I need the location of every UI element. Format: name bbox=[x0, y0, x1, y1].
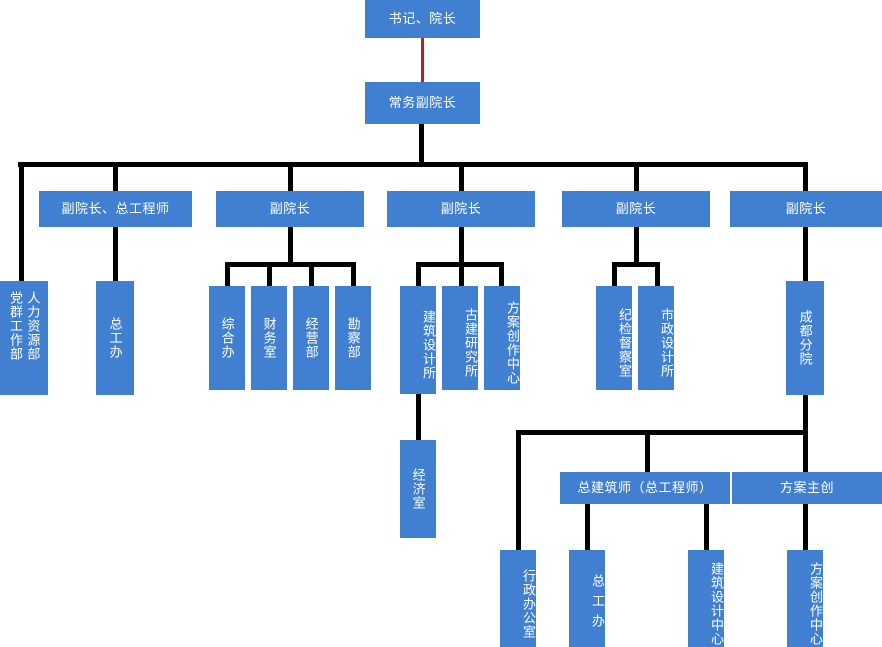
node-architecture-design-institute[interactable]: 建筑设计所 bbox=[400, 286, 436, 394]
connector-vice5-to-chengdu bbox=[803, 226, 808, 282]
node-discipline-inspection-office[interactable]: 纪检督察室 bbox=[596, 286, 632, 390]
node-vice-dean-2[interactable]: 副院长 bbox=[216, 191, 364, 227]
connector-vice3-down bbox=[459, 226, 464, 262]
node-economics-office[interactable]: 经济室 bbox=[400, 440, 436, 538]
node-vice-dean-3[interactable]: 副院长 bbox=[387, 191, 535, 227]
connector-chengdu-bus bbox=[516, 430, 808, 435]
node-branch-chief-engineer-office[interactable]: 总工办 bbox=[569, 550, 605, 647]
connector-vice3-child2 bbox=[459, 262, 464, 286]
connector-bus-to-vice3 bbox=[459, 162, 464, 192]
connector-bus-to-vice2 bbox=[288, 162, 293, 192]
node-secretary-dean[interactable]: 书记、院长 bbox=[365, 0, 480, 38]
node-chief-architect[interactable]: 总建筑师（总工程师） bbox=[560, 472, 730, 504]
connector-vice4-down bbox=[634, 226, 639, 262]
connector-vice2-bus bbox=[225, 262, 356, 267]
connector-bus-to-vice4 bbox=[634, 162, 639, 192]
connector-secretary-to-executive bbox=[421, 37, 424, 82]
connector-vice2-child4 bbox=[351, 262, 356, 286]
connector-chengdu-to-scheme-lead bbox=[803, 430, 808, 472]
connector-vice4-bus bbox=[612, 262, 660, 267]
connector-vice1-down bbox=[113, 226, 118, 282]
connector-archinstitute-to-economics bbox=[416, 394, 421, 440]
node-hr-dept-label: 人力资源部 bbox=[25, 291, 41, 361]
node-chengdu-branch[interactable]: 成都分院 bbox=[786, 281, 824, 395]
connector-vice4-child2 bbox=[655, 262, 660, 286]
node-chief-engineer-office[interactable]: 总工办 bbox=[96, 281, 134, 395]
connector-vice2-child3 bbox=[309, 262, 314, 286]
connector-vice3-child3 bbox=[499, 262, 504, 286]
node-municipal-design-institute[interactable]: 市政设计所 bbox=[638, 286, 674, 390]
node-vice-dean-5[interactable]: 副院长 bbox=[730, 191, 882, 227]
connector-bus-to-hr bbox=[19, 162, 24, 282]
node-vice-dean-chief-engineer[interactable]: 副院长、总工程师 bbox=[39, 191, 192, 227]
connector-chief-architect-to-design-center bbox=[704, 504, 709, 550]
node-scheme-creation-center[interactable]: 方案创作中心 bbox=[484, 286, 520, 390]
connector-executive-down bbox=[419, 124, 424, 166]
connector-vice4-child1 bbox=[612, 262, 617, 286]
connector-vice2-down bbox=[288, 226, 293, 262]
connector-chief-architect-to-cheng-office bbox=[585, 504, 590, 550]
node-survey-dept[interactable]: 勘察部 bbox=[335, 286, 371, 390]
node-ancient-architecture-institute[interactable]: 古建研究所 bbox=[442, 286, 478, 390]
node-branch-architecture-design-center[interactable]: 建筑设计中心 bbox=[688, 550, 724, 647]
connector-bus-to-vice5 bbox=[803, 162, 808, 192]
node-finance-office[interactable]: 财务室 bbox=[251, 286, 287, 390]
connector-row2-bus bbox=[18, 162, 808, 167]
node-executive-vice-dean[interactable]: 常务副院长 bbox=[365, 82, 480, 124]
node-operations-dept[interactable]: 经营部 bbox=[293, 286, 329, 390]
node-vice-dean-4[interactable]: 副院长 bbox=[562, 191, 710, 227]
node-branch-scheme-creation-center[interactable]: 方案创作中心 bbox=[787, 550, 823, 647]
connector-vice3-child1 bbox=[416, 262, 421, 286]
connector-chengdu-to-admin bbox=[516, 430, 521, 550]
connector-scheme-lead-to-center bbox=[803, 504, 808, 550]
node-scheme-lead[interactable]: 方案主创 bbox=[732, 472, 882, 504]
connector-chengdu-down bbox=[803, 394, 808, 434]
node-party-work-dept-label: 党群工作部 bbox=[8, 291, 23, 361]
connector-chengdu-to-chief-architect bbox=[645, 430, 650, 472]
connector-vice2-child2 bbox=[267, 262, 272, 286]
connector-vice2-child1 bbox=[225, 262, 230, 286]
node-hr-and-party-dept[interactable]: 人力资源部 党群工作部 bbox=[0, 281, 48, 395]
node-general-office[interactable]: 综合办 bbox=[209, 286, 245, 390]
node-administrative-office[interactable]: 行政办公室 bbox=[500, 550, 536, 647]
connector-bus-to-vice1 bbox=[113, 162, 118, 192]
